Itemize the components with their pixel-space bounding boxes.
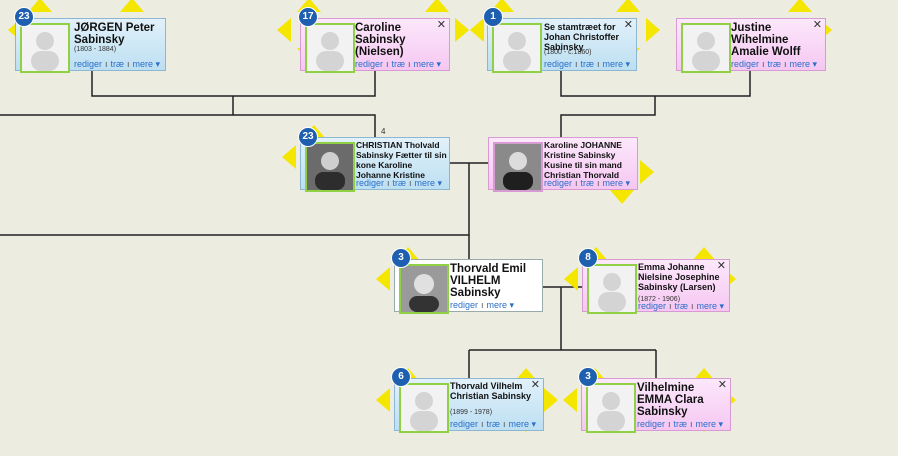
close-icon[interactable]: ✕ xyxy=(436,19,446,31)
more-link[interactable]: mere ▾ xyxy=(695,419,724,429)
count-badge[interactable]: 23 xyxy=(298,127,318,147)
person-name[interactable]: Justine Wihelmine Amalie Wolff xyxy=(731,22,801,58)
close-icon[interactable]: ✕ xyxy=(623,19,633,31)
person-name[interactable]: Thorvald Vilhelm Christian Sabinsky xyxy=(450,381,532,401)
edit-link[interactable]: rediger xyxy=(356,178,385,188)
edit-link[interactable]: rediger xyxy=(638,301,667,311)
more-link[interactable]: mere ▾ xyxy=(602,59,631,69)
person-card[interactable]: Justine Wihelmine Amalie Wolff ✕ rediger… xyxy=(676,18,826,73)
person-dates: (1803 - 1884) xyxy=(74,46,117,53)
edit-link[interactable]: rediger xyxy=(74,59,103,69)
person-card[interactable]: CHRISTIAN Tholvald Sabinsky Fætter til s… xyxy=(300,137,450,192)
person-photo xyxy=(305,142,355,192)
tree-link[interactable]: træ xyxy=(674,301,689,311)
person-dates: (1872 - 1906) xyxy=(638,296,681,303)
tree-link[interactable]: træ xyxy=(110,59,125,69)
person-name[interactable]: Thorvald Emil VILHELM Sabinsky xyxy=(450,263,527,299)
person-name[interactable]: Caroline Sabinsky (Nielsen) xyxy=(355,22,406,58)
person-card[interactable]: JØRGEN Peter Sabinsky (1803 - 1884) redi… xyxy=(15,18,166,73)
tree-link[interactable]: træ xyxy=(767,59,782,69)
count-badge[interactable]: 8 xyxy=(578,248,598,268)
more-link[interactable]: mere ▾ xyxy=(602,178,631,188)
tree-link[interactable]: træ xyxy=(486,419,501,429)
tree-link[interactable]: træ xyxy=(580,178,595,188)
person-name[interactable]: Se stamtræet for Johan Christoffer Sabin… xyxy=(544,22,620,52)
person-name[interactable]: JØRGEN Peter Sabinsky xyxy=(74,22,155,46)
silhouette-avatar xyxy=(586,383,636,433)
count-badge[interactable]: 6 xyxy=(391,367,411,387)
silhouette-avatar xyxy=(399,383,449,433)
edit-link[interactable]: rediger xyxy=(544,178,573,188)
person-name[interactable]: Karoline JOHANNE Kristine Sabinsky Kusin… xyxy=(544,140,622,180)
person-photo xyxy=(493,142,543,192)
edit-link[interactable]: rediger xyxy=(450,419,479,429)
person-card[interactable]: Se stamtræet for Johan Christoffer Sabin… xyxy=(487,18,637,73)
silhouette-avatar xyxy=(681,23,731,73)
tree-link[interactable]: træ xyxy=(391,59,406,69)
count-badge[interactable]: 3 xyxy=(578,367,598,387)
count-badge[interactable]: 23 xyxy=(14,7,34,27)
count-badge[interactable]: 17 xyxy=(298,7,318,27)
person-photo xyxy=(399,264,449,314)
edit-link[interactable]: rediger xyxy=(544,59,573,69)
tree-link[interactable]: træ xyxy=(580,59,595,69)
edit-link[interactable]: rediger xyxy=(637,419,666,429)
person-dates: (1800 - c.1860) xyxy=(544,49,592,56)
silhouette-avatar xyxy=(587,264,637,314)
silhouette-avatar xyxy=(492,23,542,73)
person-card[interactable]: Karoline JOHANNE Kristine Sabinsky Kusin… xyxy=(488,137,638,192)
tree-link[interactable]: træ xyxy=(673,419,688,429)
silhouette-avatar xyxy=(20,23,70,73)
person-card[interactable]: Emma Johanne Nielsine Josephine Sabinsky… xyxy=(582,259,730,314)
close-icon[interactable]: ✕ xyxy=(812,19,822,31)
person-dates: (1899 - 1978) xyxy=(450,409,493,416)
person-name[interactable]: CHRISTIAN Tholvald Sabinsky Fætter til s… xyxy=(356,140,447,180)
person-card[interactable]: Thorvald Vilhelm Christian Sabinsky (189… xyxy=(394,378,544,433)
more-link[interactable]: mere ▾ xyxy=(508,419,537,429)
generation-marker: 4 xyxy=(381,127,386,136)
more-link[interactable]: mere ▾ xyxy=(132,59,161,69)
tree-link[interactable]: træ xyxy=(392,178,407,188)
more-link[interactable]: mere ▾ xyxy=(413,59,442,69)
close-icon[interactable]: ✕ xyxy=(717,379,727,391)
more-link[interactable]: mere ▾ xyxy=(696,301,725,311)
count-badge[interactable]: 3 xyxy=(391,248,411,268)
silhouette-avatar xyxy=(305,23,355,73)
close-icon[interactable]: ✕ xyxy=(530,379,540,391)
person-name[interactable]: Vilhelmine EMMA Clara Sabinsky xyxy=(637,382,704,418)
more-link[interactable]: mere ▾ xyxy=(414,178,443,188)
count-badge[interactable]: 1 xyxy=(483,7,503,27)
edit-link[interactable]: rediger xyxy=(355,59,384,69)
edit-link[interactable]: rediger xyxy=(450,300,479,310)
edit-link[interactable]: rediger xyxy=(731,59,760,69)
close-icon[interactable]: ✕ xyxy=(716,260,726,272)
person-card[interactable]: Vilhelmine EMMA Clara Sabinsky ✕ rediger… xyxy=(581,378,731,433)
more-link[interactable]: mere ▾ xyxy=(789,59,818,69)
person-name[interactable]: Emma Johanne Nielsine Josephine Sabinsky… xyxy=(638,262,720,292)
more-link[interactable]: mere ▾ xyxy=(486,300,515,310)
